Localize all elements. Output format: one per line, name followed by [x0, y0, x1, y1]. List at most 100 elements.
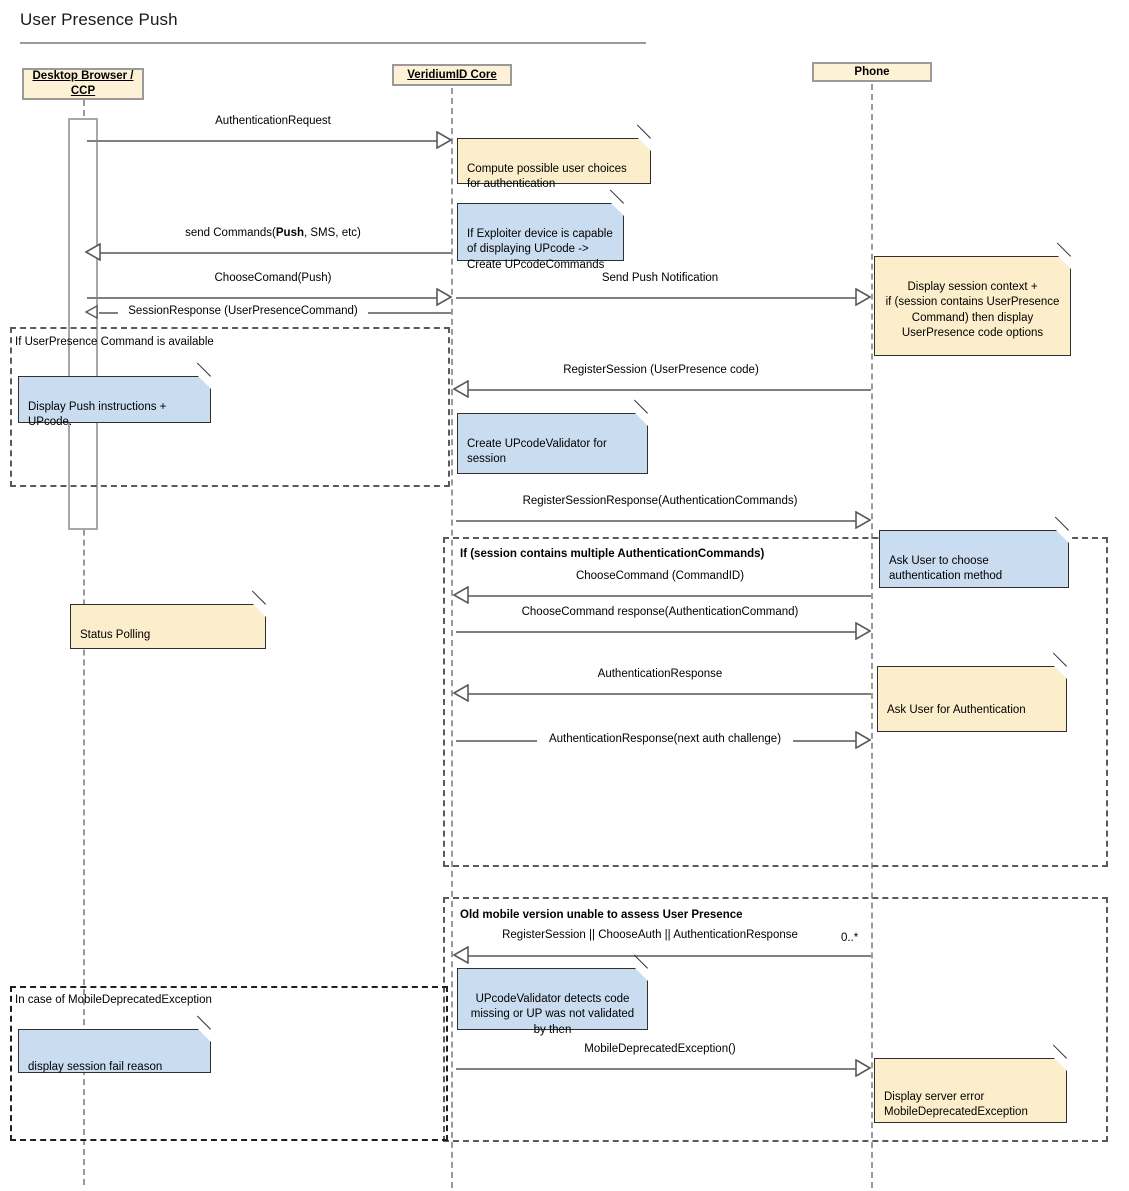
- participant-phone[interactable]: Phone: [812, 62, 932, 82]
- message-line-send-push-notification: [456, 297, 857, 299]
- message-line-choosecommand-response: [456, 631, 857, 633]
- arrowhead-right-mobiledeprecatedexception: [855, 1059, 871, 1077]
- arrowhead-left-authenticationresponse: [453, 684, 469, 702]
- activation-bar-browser: [68, 118, 98, 530]
- arrowhead-left-registersession-chooseauth: [453, 946, 469, 964]
- send-commands-suffix: , SMS, etc): [304, 227, 361, 239]
- message-label-authenticationresponse: AuthenticationResponse: [597, 668, 723, 680]
- message-label-sessionresponse: SessionResponse (UserPresenceCommand): [128, 305, 358, 317]
- note-fold-corner: [1054, 1058, 1067, 1071]
- note-text: Display session context + if (session co…: [885, 280, 1060, 340]
- fragment-old-mobile-version: [443, 897, 1108, 1142]
- arrowhead-right-authenticationrequest: [436, 131, 452, 149]
- message-line-mobiledeprecatedexception: [456, 1068, 857, 1070]
- lifeline-core: [451, 88, 453, 1188]
- participant-label: Phone: [854, 65, 890, 78]
- note-text: display session fail reason: [28, 1060, 163, 1073]
- fragment-label-old-mobile-version: Old mobile version unable to assess User…: [460, 909, 743, 921]
- arrowhead-left-sessionresponse: [85, 305, 98, 319]
- note-ask-user-for-authentication: Ask User for Authentication: [877, 652, 1067, 732]
- send-commands-push: Push: [275, 227, 304, 239]
- note-display-session-context: Display session context + if (session co…: [874, 242, 1071, 356]
- message-label-bg-authenticationresponse-next: [537, 732, 793, 749]
- page-title: User Presence Push: [20, 10, 178, 29]
- note-fold-corner: [1054, 666, 1067, 679]
- arrowhead-left-send-commands: [85, 243, 101, 261]
- note-fold-corner: [611, 203, 624, 216]
- note-fold-corner: [198, 1029, 211, 1042]
- participant-label: VeridiumID Core: [407, 68, 497, 81]
- fragment-label-mobiledeprecatedexception: In case of MobileDeprecatedException: [15, 994, 212, 1006]
- participant-desktop-browser-ccp[interactable]: Desktop Browser / CCP: [22, 68, 144, 100]
- message-line-choosecommand-commandid: [467, 595, 871, 597]
- message-line-choosecomand-push: [87, 297, 438, 299]
- message-label-registersession-chooseauth: RegisterSession || ChooseAuth || Authent…: [502, 929, 798, 941]
- message-line-authenticationrequest: [87, 140, 438, 142]
- note-text: Ask User for Authentication: [887, 703, 1026, 716]
- note-display-push-instructions: Display Push instructions + UPcode.: [18, 362, 211, 428]
- fragment-userpresence-available: [10, 327, 450, 487]
- note-display-session-fail-reason: display session fail reason: [18, 1015, 211, 1073]
- fragment-label-multiple-authcommands: If (session contains multiple Authentica…: [460, 548, 765, 560]
- arrowhead-right-choosecommand-response: [855, 622, 871, 640]
- message-multiplicity-0-to-many: 0..*: [841, 932, 859, 944]
- message-label-bg-sessionresponse: [118, 304, 368, 321]
- message-label-registersessionresponse: RegisterSessionResponse(AuthenticationCo…: [522, 495, 798, 507]
- note-fold-corner: [638, 138, 651, 151]
- note-display-server-error: Display server error MobileDeprecatedExc…: [874, 1044, 1067, 1123]
- arrowhead-right-send-push-notification: [855, 288, 871, 306]
- message-line-send-commands: [99, 252, 451, 254]
- participant-veridiumid-core[interactable]: VeridiumID Core: [392, 64, 512, 86]
- message-label-mobiledeprecatedexception: MobileDeprecatedException(): [584, 1043, 736, 1055]
- note-fold-corner: [198, 376, 211, 389]
- fragment-label-userpresence-available: If UserPresence Command is available: [15, 336, 214, 348]
- fragment-mobiledeprecatedexception: [10, 986, 448, 1141]
- note-fold-corner: [253, 604, 266, 617]
- message-line-registersession: [467, 389, 871, 391]
- message-label-registersession: RegisterSession (UserPresence code): [563, 364, 759, 376]
- arrowhead-left-choosecommand-commandid: [453, 586, 469, 604]
- message-line-authenticationresponse: [467, 693, 871, 695]
- note-ask-user-choose-method: Ask User to choose authentication method: [879, 516, 1069, 588]
- note-fold-line: [609, 189, 624, 204]
- message-label-choosecomand-push: ChooseComand(Push): [214, 272, 332, 284]
- note-compute-user-choices: Compute possible user choices for authen…: [457, 124, 651, 190]
- message-label-choosecommand-commandid: ChooseCommand (CommandID): [575, 570, 745, 582]
- note-text: Display server error MobileDeprecatedExc…: [884, 1090, 1028, 1119]
- note-fold-corner: [1056, 530, 1069, 543]
- note-fold-corner: [635, 413, 648, 426]
- note-text: Display Push instructions + UPcode.: [28, 400, 167, 429]
- message-label-choosecommand-response: ChooseCommand response(AuthenticationCom…: [521, 606, 799, 618]
- note-fold-corner: [1058, 256, 1071, 269]
- note-text: Compute possible user choices for authen…: [467, 162, 627, 191]
- note-create-upcodevalidator: Create UPcodeValidator for session: [457, 399, 648, 474]
- note-fold-line: [251, 590, 266, 605]
- note-fold-line: [1054, 516, 1069, 531]
- note-status-polling: Status Polling: [70, 590, 266, 649]
- note-text: If Exploiter device is capable of displa…: [467, 227, 613, 271]
- message-line-registersessionresponse: [456, 520, 857, 522]
- note-fold-corner: [635, 968, 648, 981]
- note-fold-line: [633, 399, 648, 414]
- note-text: Create UPcodeValidator for session: [467, 437, 607, 466]
- note-text: Ask User to choose authentication method: [889, 554, 1003, 583]
- message-label-authenticationrequest: AuthenticationRequest: [215, 115, 331, 127]
- note-text: Status Polling: [80, 628, 151, 641]
- message-label-send-push-notification: Send Push Notification: [601, 272, 719, 284]
- fragment-multiple-authcommands: [443, 537, 1108, 867]
- message-line-registersession-chooseauth: [467, 955, 871, 957]
- note-fold-line: [1056, 242, 1071, 257]
- lifeline-phone: [871, 84, 873, 1188]
- note-upcodevalidator-detects: UPcodeValidator detects code missing or …: [457, 954, 648, 1036]
- arrowhead-right-choosecomand-push: [436, 288, 452, 306]
- arrowhead-left-registersession: [453, 380, 469, 398]
- message-label-authenticationresponse-next: AuthenticationResponse(next auth challen…: [548, 733, 782, 745]
- note-fold-line: [636, 124, 651, 139]
- arrowhead-right-authenticationresponse-next: [855, 731, 871, 749]
- title-divider: [20, 42, 646, 44]
- arrowhead-right-registersessionresponse: [855, 511, 871, 529]
- note-text: UPcodeValidator detects code missing or …: [470, 992, 635, 1036]
- note-exploiter-device-upcode: If Exploiter device is capable of displa…: [457, 189, 624, 271]
- message-label-send-commands: send Commands(Push, SMS, etc): [98, 227, 448, 240]
